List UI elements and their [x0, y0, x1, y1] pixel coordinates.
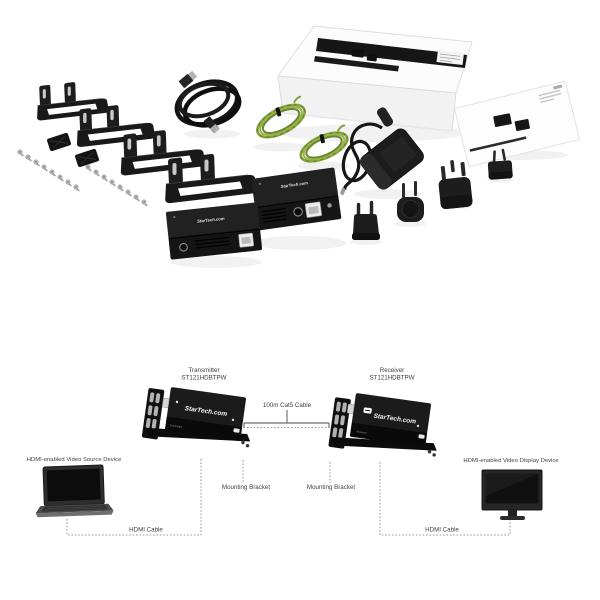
kit-photo: StarTech.com StarTech.com [17, 25, 580, 268]
hdmi-port [347, 403, 355, 414]
receiver-unit-photo: StarTech.com [251, 167, 342, 231]
laptop [35, 464, 114, 518]
source-device-label: HDMI-enabled Video Source Device [27, 457, 122, 463]
power-cable-strain-relief [376, 107, 394, 127]
hdmi-port [162, 397, 170, 408]
diagram-receiver-front-text: Receiver [356, 429, 367, 434]
green-cable-1 [256, 95, 306, 139]
power-adapter-body [360, 128, 424, 190]
plug-adapter-eu [352, 200, 380, 240]
diagram-receiver-bracket [328, 397, 351, 449]
mounting-bracket-label-left: Mounting Bracket [222, 484, 270, 491]
monitor [481, 469, 543, 520]
receiver-label-model: ST121HDBTPW [369, 375, 414, 382]
box-label-artwork [314, 38, 467, 72]
receiver-label-name: Receiver [380, 367, 404, 374]
mounting-bracket-4 [164, 153, 258, 204]
rj45-port [233, 428, 240, 433]
mounting-bracket-label-right: Mounting Bracket [307, 484, 355, 491]
hdmi-cable-line-right [379, 462, 511, 536]
green-cable-2 [299, 124, 349, 163]
transmitter-unit-photo: StarTech.com [165, 202, 263, 260]
ethernet-cable [174, 70, 242, 134]
diagram-transmitter-front-text: Transmitter [169, 423, 183, 429]
diagram-transmitter-unit: StarTech.com Transmitter [141, 387, 251, 448]
installation-diagram: Transmitter ST121HDBTPW Receiver ST121HD… [27, 367, 559, 536]
plug-adapter-uk [438, 160, 473, 210]
display-device-label: HDMI-enabled Video Display Device [463, 458, 559, 464]
diagram-transmitter-bracket [141, 388, 165, 440]
rj45-connector-top [178, 70, 197, 88]
product-box [277, 25, 473, 132]
rubber-pad-1 [47, 132, 71, 152]
cat5-extent-line [240, 410, 332, 428]
instruction-manual [454, 80, 580, 168]
hdmi-cable-line-left [66, 457, 202, 536]
power-adapter [340, 107, 424, 196]
rj45-port [418, 434, 425, 439]
mounting-bracket-2 [76, 104, 156, 148]
transmitter-label-model: ST121HDBTPW [181, 375, 226, 382]
rubber-pad-2 [75, 148, 99, 168]
receiver-photo-logo: StarTech.com [280, 180, 308, 189]
mounting-bracket-1 [36, 81, 110, 121]
diagram-receiver-unit: StarTech.com Receiver [328, 393, 437, 457]
cat5-cable-label: 100m Cat5 Cable [263, 402, 312, 409]
rj45-connector-bottom [203, 116, 220, 134]
plug-adapter-round [397, 181, 424, 222]
hdmi-cable-label-left: HDMI Cable [129, 527, 163, 534]
transmitter-photo-logo: StarTech.com [197, 216, 225, 224]
transmitter-label-name: Transmitter [188, 367, 219, 374]
diagram-receiver-rail [331, 437, 437, 451]
plug-adapter-compact [487, 148, 513, 180]
hdmi-cable-label-right: HDMI Cable [425, 527, 459, 534]
